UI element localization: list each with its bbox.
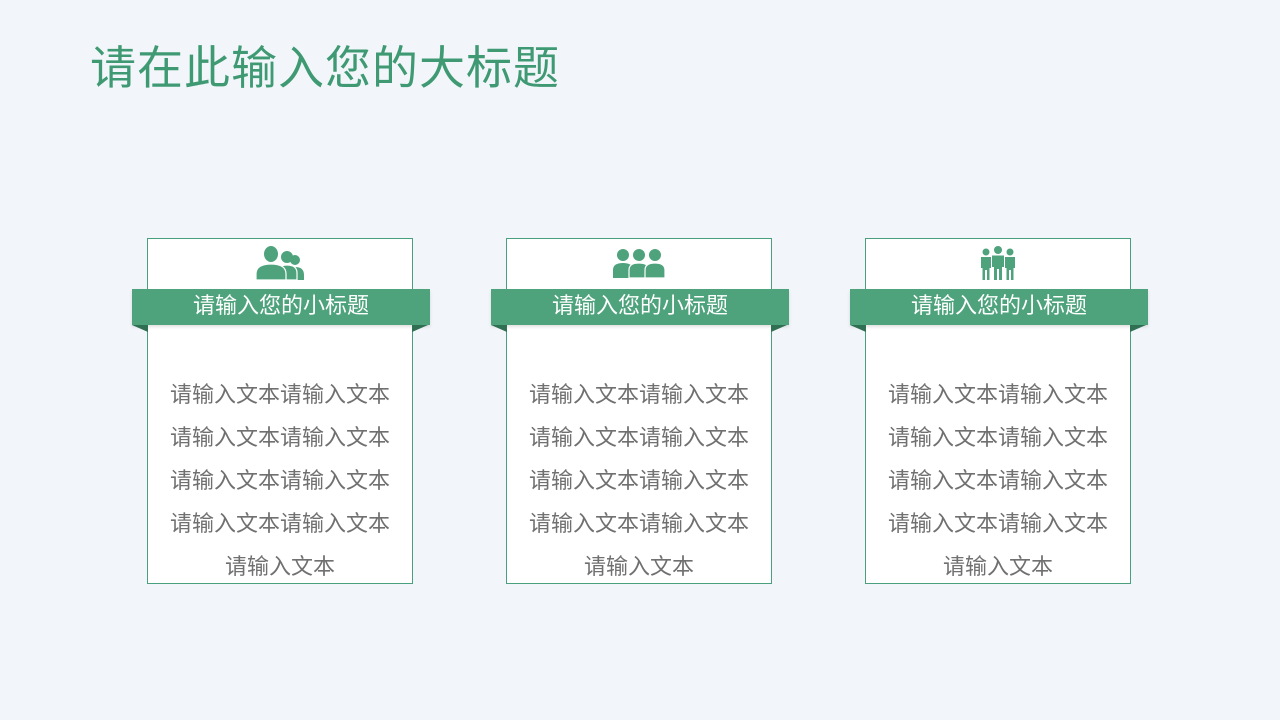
card-text-line: 请输入文本请输入文本 (528, 469, 749, 494)
ribbon-fold-left (132, 325, 148, 332)
ribbon-fold-right (1130, 325, 1146, 332)
card-body-text: 请输入文本请输入文本 请输入文本请输入文本 请输入文本请输入文本 请输入文本请输… (148, 374, 412, 589)
feature-card-1: 请输入您的小标题 请输入文本请输入文本 请输入文本请输入文本 请输入文本请输入文… (132, 238, 430, 584)
card-text-line: 请输入文本请输入文本 (528, 512, 749, 537)
card-subtitle: 请输入您的小标题 (850, 289, 1148, 325)
slide-title: 请在此输入您的大标题 (90, 41, 560, 95)
card-text-line: 请输入文本请输入文本 (169, 383, 390, 408)
card-text-line: 请输入文本请输入文本 (887, 469, 1108, 494)
ribbon-fold-right (771, 325, 787, 332)
card-text-line: 请输入文本 (583, 555, 694, 580)
feature-card-2: 请输入您的小标题 请输入文本请输入文本 请输入文本请输入文本 请输入文本请输入文… (491, 238, 789, 584)
card-text-line: 请输入文本请输入文本 (887, 426, 1108, 451)
card-text-line: 请输入文本请输入文本 (528, 426, 749, 451)
business-team-icon (970, 245, 1026, 281)
card-text-line: 请输入文本请输入文本 (169, 426, 390, 451)
card-text-line: 请输入文本请输入文本 (887, 512, 1108, 537)
card-text-line: 请输入文本请输入文本 (528, 383, 749, 408)
card-body-text: 请输入文本请输入文本 请输入文本请输入文本 请输入文本请输入文本 请输入文本请输… (866, 374, 1130, 589)
user-group-icon (252, 245, 308, 281)
card-body-text: 请输入文本请输入文本 请输入文本请输入文本 请输入文本请输入文本 请输入文本请输… (507, 374, 771, 589)
card-subtitle: 请输入您的小标题 (132, 289, 430, 325)
card-subtitle: 请输入您的小标题 (491, 289, 789, 325)
team-icon (611, 245, 667, 281)
card-text-line: 请输入文本 (224, 555, 335, 580)
card-text-line: 请输入文本 (942, 555, 1053, 580)
ribbon-fold-left (850, 325, 866, 332)
card-text-line: 请输入文本请输入文本 (169, 469, 390, 494)
ribbon-fold-left (491, 325, 507, 332)
card-text-line: 请输入文本请输入文本 (887, 383, 1108, 408)
card-text-line: 请输入文本请输入文本 (169, 512, 390, 537)
ribbon-fold-right (412, 325, 428, 332)
feature-card-3: 请输入您的小标题 请输入文本请输入文本 请输入文本请输入文本 请输入文本请输入文… (850, 238, 1148, 584)
